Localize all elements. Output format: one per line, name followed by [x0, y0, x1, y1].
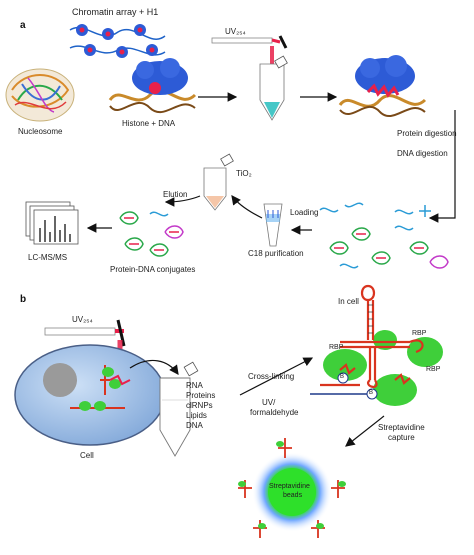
captured-complexes [238, 438, 346, 538]
cell-label: Cell [80, 451, 94, 460]
rna-rbp-structure [310, 284, 443, 406]
beads-label-2: beads [283, 492, 303, 499]
tube-content-clrnps: clRNPs [186, 401, 213, 410]
lcms-spectra [25, 201, 79, 245]
digested-fragments [319, 202, 449, 269]
conjugates-label: Protein-DNA conjugates [110, 265, 196, 274]
tube-content-dna: DNA [186, 421, 203, 430]
nucleosome-label: Nucleosome [18, 127, 63, 136]
c18-label: C18 purification [248, 249, 304, 258]
uv-formaldehyde-label-1: UV/ [262, 398, 276, 407]
c18-tip [263, 203, 283, 247]
tio2-label: TiO₂ [236, 169, 252, 178]
chromatin-label: Chromatin array + H1 [72, 7, 159, 17]
rbp-label-1: RBP [329, 344, 344, 351]
biotin-label-1: B [340, 374, 345, 380]
protein-dna-conjugates [119, 211, 184, 257]
dna-digestion-label: DNA digestion [397, 149, 448, 158]
biotin-label-2: B [369, 390, 374, 396]
elution-label: Elution [163, 190, 188, 199]
panel-b-letter: b [20, 294, 27, 305]
crosslinking-label: Cross-linking [248, 372, 295, 381]
histone-dna-label: Histone + DNA [122, 119, 176, 128]
tube-content-lipids: Lipids [186, 411, 207, 420]
arrow-a5 [231, 195, 263, 219]
in-cell-label: In cell [338, 297, 359, 306]
arrow-b1 [129, 359, 179, 375]
uv-formaldehyde-label-2: formaldehyde [250, 408, 299, 417]
tube-content-proteins: Proteins [186, 391, 216, 400]
uv-laser-tube-a [211, 35, 288, 121]
chromatin-array-graphic [69, 24, 166, 58]
streptavidine-bead [252, 452, 332, 532]
protein-digestion-label: Protein digestion [397, 129, 457, 138]
rbp-label-2: RBP [412, 330, 427, 337]
lysate-tube [159, 361, 199, 457]
histone-dna-complex [108, 58, 197, 114]
crosslinked-complex [338, 55, 427, 118]
arrow-b2 [239, 357, 314, 396]
rbp-label-3: RBP [426, 366, 441, 373]
uv-label-b: UV₂₅₄ [72, 315, 93, 324]
uv-label-a: UV₂₅₄ [225, 27, 246, 36]
tube-content-rna: RNA [186, 381, 203, 390]
panel-a-letter: a [20, 20, 26, 31]
loading-label: Loading [290, 208, 319, 217]
arrow-a6 [164, 195, 201, 207]
arrow-b3 [345, 415, 385, 447]
capture-label-1: Streptavidine [378, 423, 425, 432]
capture-label-2: capture [388, 433, 415, 442]
beads-label-1: Streptavidine [269, 483, 310, 490]
nucleosome-structure [5, 68, 75, 122]
cell-graphic [14, 344, 166, 446]
arrow-a3 [428, 110, 456, 223]
tio2-tube [203, 153, 234, 211]
lcms-label: LC-MS/MS [28, 253, 68, 262]
